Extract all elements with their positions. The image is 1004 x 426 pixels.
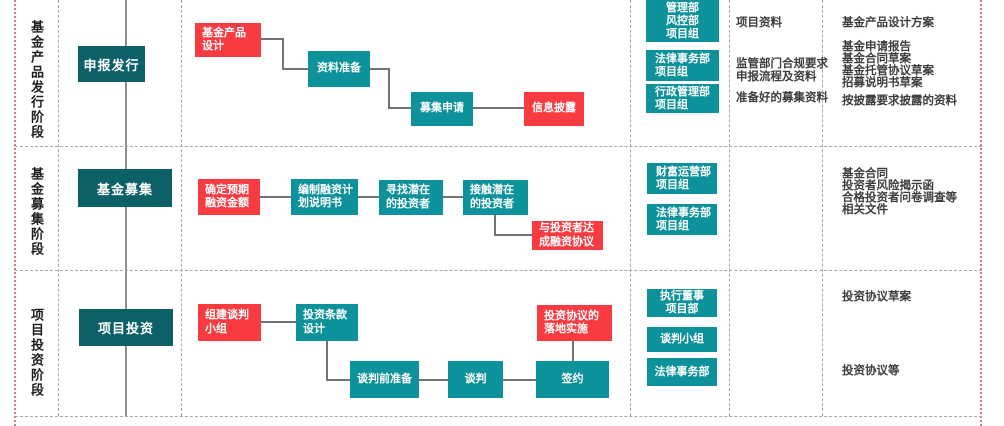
connector xyxy=(261,38,284,40)
flow-node-plan-prospectus: 编制融资计划说明书 xyxy=(291,179,358,215)
grid-hline-bottom xyxy=(15,416,982,417)
flow-node-terms-design: 投资条款设计 xyxy=(296,304,358,341)
doc-investment-agreement: 投资协议等 xyxy=(842,365,900,377)
flow-node-raise-apply: 募集申请 xyxy=(411,92,473,126)
connector xyxy=(388,107,411,109)
connector xyxy=(326,379,350,381)
grid-dotted-red-right xyxy=(980,0,982,426)
dept-box-exec-director: 执行董事项目部 xyxy=(647,289,717,317)
connector xyxy=(260,196,291,198)
connector xyxy=(282,68,308,70)
connector xyxy=(473,107,524,109)
flow-node-material-prep: 资料准备 xyxy=(308,51,370,87)
grid-vline-flow-end xyxy=(630,0,631,416)
flow-node-negotiation-team: 组建谈判小组 xyxy=(198,304,261,341)
stage-box-investment: 项目投资 xyxy=(79,309,173,346)
doc-fund-contract-set: 基金合同投资者风险揭示函合格投资者问卷调查等相关文件 xyxy=(842,168,957,216)
connector xyxy=(419,379,448,381)
dept-box-wealth-ops: 财富运营部项目组 xyxy=(647,163,717,194)
dept-box-legal: 法律事务部 xyxy=(647,358,717,386)
connector xyxy=(572,341,574,361)
dept-box-mgmt-risk-project: 管理部风控部项目组 xyxy=(646,0,719,42)
grid-vline-dept-end xyxy=(729,0,730,416)
flow-node-product-design: 基金产品设计 xyxy=(195,23,261,57)
flow-node-contact-investors: 接触潜在的投资者 xyxy=(463,180,528,215)
grid-hline-row2 xyxy=(15,270,982,271)
note-prepared-materials: 准备好的募集资料 xyxy=(736,92,828,104)
lane-label-raising: 基金募集阶段 xyxy=(29,167,44,257)
connector xyxy=(494,215,496,236)
note-project-materials: 项目资料 xyxy=(736,17,782,29)
stage-box-declaration: 申报发行 xyxy=(78,46,145,82)
flow-node-agreement-execution: 投资协议的落地实施 xyxy=(537,305,612,341)
grid-hline-row1 xyxy=(15,146,982,147)
flow-node-find-investors: 寻找潜在的投资者 xyxy=(379,180,443,215)
connector xyxy=(261,321,296,323)
flow-node-set-amount: 确定预期融资金额 xyxy=(198,179,260,215)
stage-box-raising: 基金募集 xyxy=(78,169,172,207)
doc-product-design-plan: 基金产品设计方案 xyxy=(842,17,934,29)
connector xyxy=(326,341,328,381)
connector xyxy=(494,234,532,236)
connector xyxy=(443,196,463,198)
doc-disclosure-materials: 按披露要求披露的资料 xyxy=(842,95,957,107)
lane-label-investment: 项目投资阶段 xyxy=(29,308,44,398)
dept-box-negotiation-team: 谈判小组 xyxy=(647,327,717,352)
lane-label-issuance: 基金产品发行阶段 xyxy=(29,20,44,140)
dept-box-admin-project: 行政管理部项目组 xyxy=(646,84,719,113)
grid-dotted-red-left xyxy=(14,0,16,426)
flow-node-info-disclosure: 信息披露 xyxy=(524,92,584,126)
connector xyxy=(503,379,536,381)
connector xyxy=(358,196,379,198)
doc-application-drafts: 基金申请报告基金合同草案基金托管协议草案招募说明书草案 xyxy=(842,41,934,89)
grid-vline-stage xyxy=(181,0,182,416)
flow-node-negotiation: 谈判 xyxy=(448,361,503,398)
connector xyxy=(370,68,390,70)
flow-node-signing: 签约 xyxy=(536,361,609,398)
dept-box-legal-project-1: 法律事务部项目组 xyxy=(646,50,719,81)
flow-node-financing-agreement: 与投资者达成融资协议 xyxy=(532,221,603,250)
note-regulatory-requirements: 监管部门合规要求申报流程及资料 xyxy=(736,58,828,83)
connector xyxy=(282,38,284,69)
grid-vline-lane xyxy=(58,0,59,416)
dept-box-legal-project-2: 法律事务部项目组 xyxy=(647,204,717,235)
flow-node-pre-negotiation: 谈判前准备 xyxy=(350,361,419,398)
doc-investment-agreement-draft: 投资协议草案 xyxy=(842,291,911,303)
connector xyxy=(388,68,390,109)
